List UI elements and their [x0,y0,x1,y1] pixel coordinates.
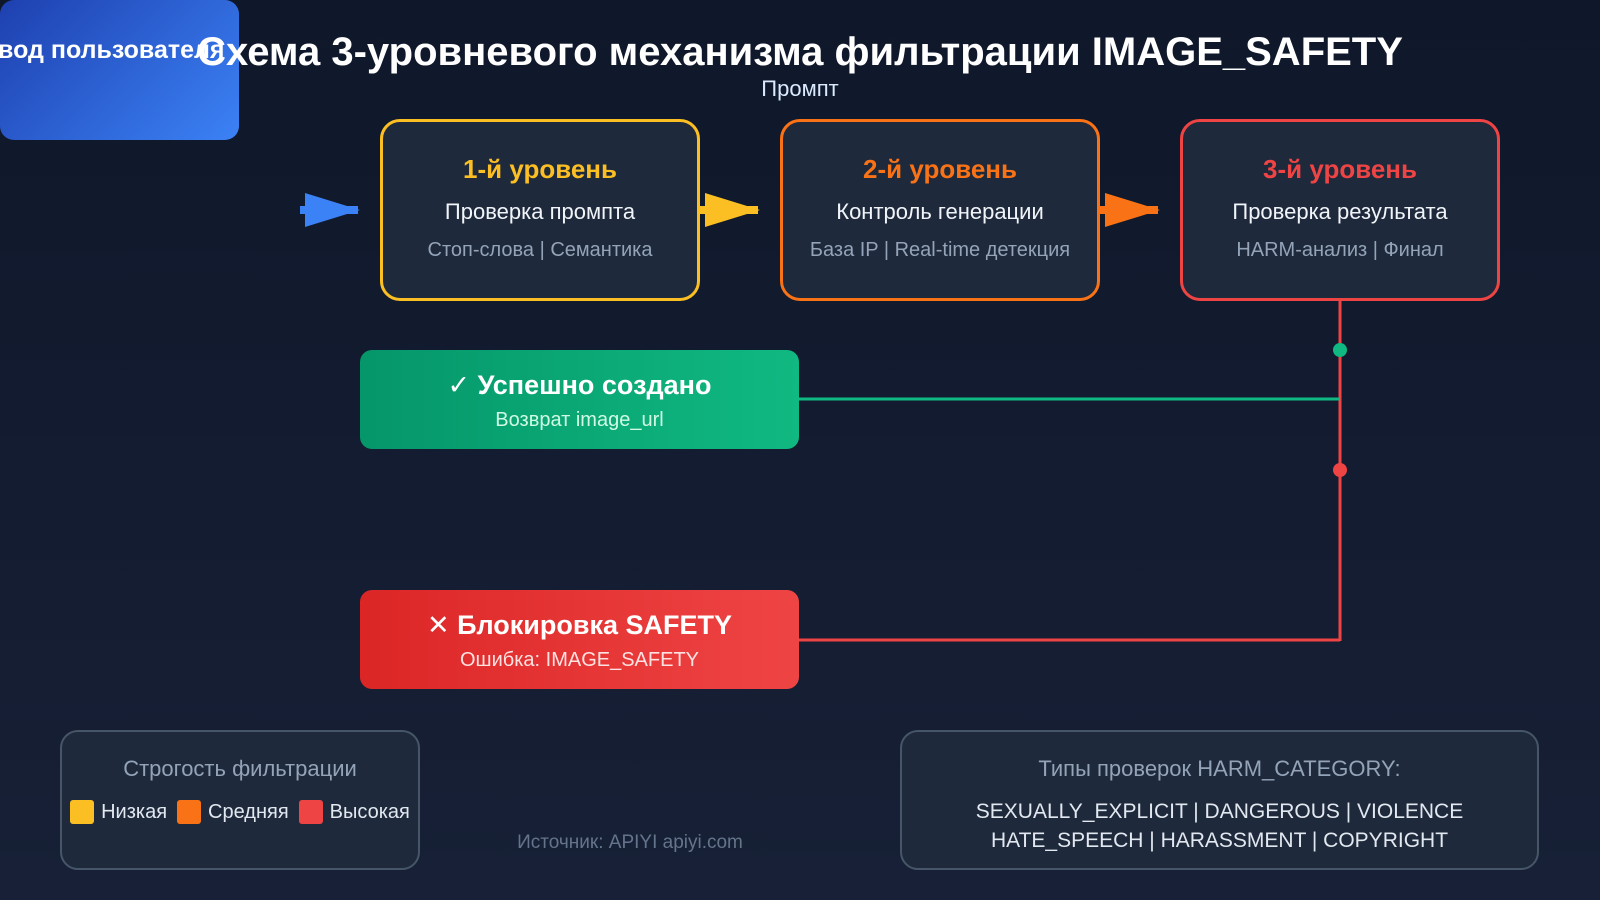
legend-label-low: Низкая [101,800,168,823]
level-subtitle: Контроль генерации [836,199,1044,224]
user-input-node: Ввод пользователя Промпт [0,0,839,140]
legend-item-high: Высокая [298,800,410,824]
legend-items: Низкая Средняя Высокая [62,800,418,824]
level-title: 1-й уровень [463,154,617,184]
level-2-node: 2-й уровень Контроль генерации База IP |… [780,119,1100,301]
level-1-node: 1-й уровень Проверка промпта Стоп-слова … [380,119,700,301]
blocked-dot [1333,463,1347,477]
success-dot [1333,343,1347,357]
success-subtitle: Возврат image_url [495,409,664,431]
legend-title: Строгость фильтрации [123,756,357,781]
success-node: ✓ Успешно создано Возврат image_url [360,350,799,449]
legend-item-low: Низкая [70,800,167,824]
arrow-level1-to-level2 [700,193,760,227]
level-subtitle: Проверка промпта [444,199,636,224]
legend-label-high: Высокая [329,800,410,823]
level-title: 3-й уровень [1263,154,1417,184]
level-subtitle: Проверка результата [1232,199,1448,224]
legend-swatch-low [70,800,95,824]
level-detail: Стоп-слова | Семантика [427,239,653,261]
arrow-input-to-level1 [300,193,360,227]
harm-categories-panel: Типы проверок HARM_CATEGORY: SEXUALLY_EX… [900,730,1539,870]
arrow-level2-to-level3 [1100,193,1160,227]
page-title: Схема 3-уровневого механизма фильтрации … [197,30,1403,74]
input-title: Ввод пользователя [0,36,225,64]
level-title: 2-й уровень [863,154,1017,184]
legend-item-medium: Средняя [177,800,289,824]
blocked-subtitle: Ошибка: IMAGE_SAFETY [459,649,700,671]
blocked-title: ✕ Блокировка SAFETY [426,610,733,640]
harm-line-1: SEXUALLY_EXPLICIT | DANGEROUS | VIOLENCE [975,800,1464,823]
legend-panel: Строгость фильтрации Низкая Средняя Высо… [60,730,420,870]
legend-swatch-high [298,800,323,824]
level-detail: HARM-анализ | Финал [1236,239,1444,261]
level-3-node: 3-й уровень Проверка результата HARM-ана… [1180,119,1500,301]
success-title: ✓ Успешно создано [447,370,712,400]
legend-swatch-medium [177,800,202,824]
harm-title: Типы проверок HARM_CATEGORY: [1038,756,1401,781]
level-detail: База IP | Real-time детекция [809,239,1071,261]
legend-label-medium: Средняя [208,800,289,823]
blocked-node: ✕ Блокировка SAFETY Ошибка: IMAGE_SAFETY [360,590,799,689]
source-note: Источник: APIYI apiyi.com [517,832,743,853]
harm-line-2: HATE_SPEECH | HARASSMENT | COPYRIGHT [990,829,1449,852]
input-subtitle: Промпт [761,76,839,101]
